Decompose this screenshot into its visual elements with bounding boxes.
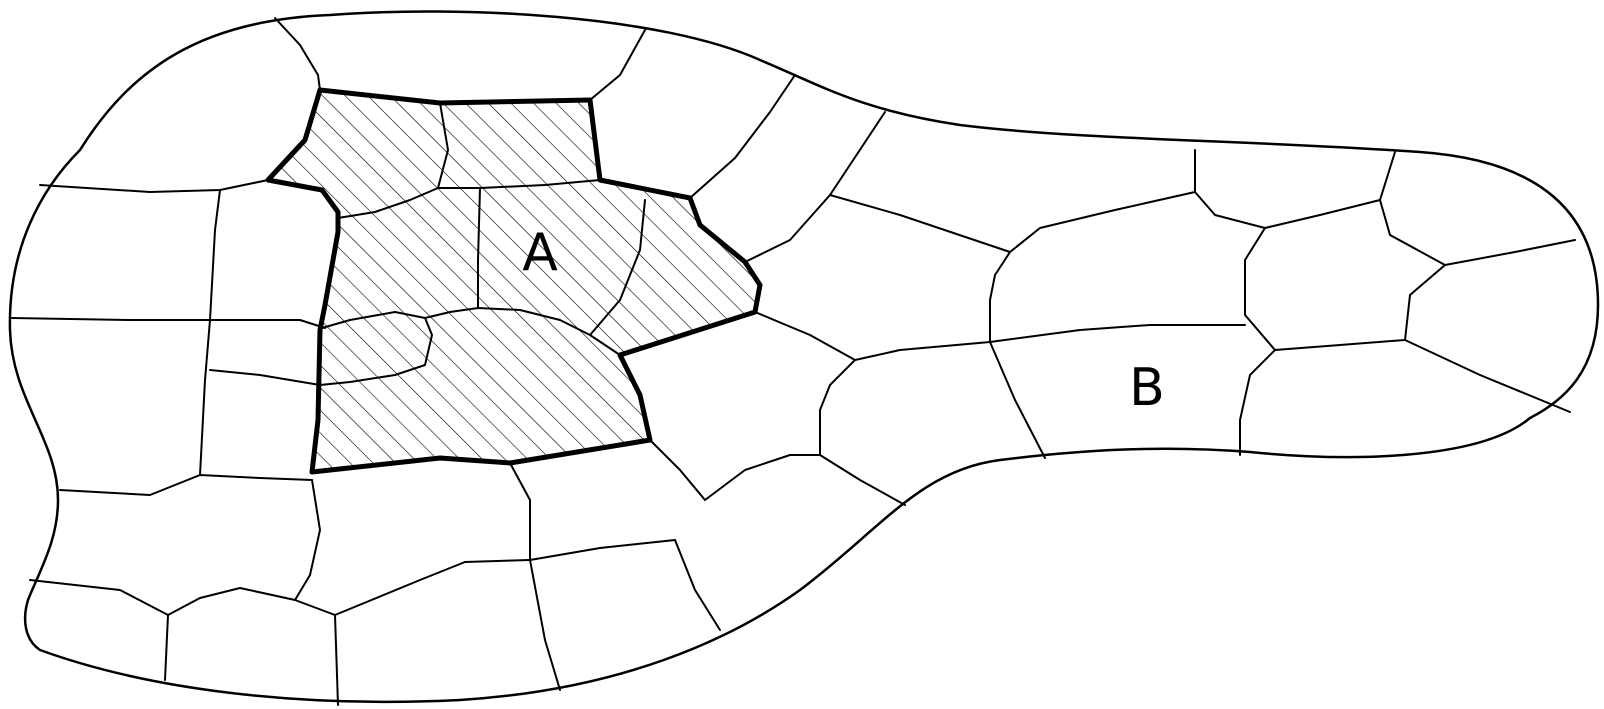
outer-boundary [10, 11, 1598, 701]
region-a-label: A [522, 223, 558, 283]
region-b-label: B [1129, 358, 1165, 418]
